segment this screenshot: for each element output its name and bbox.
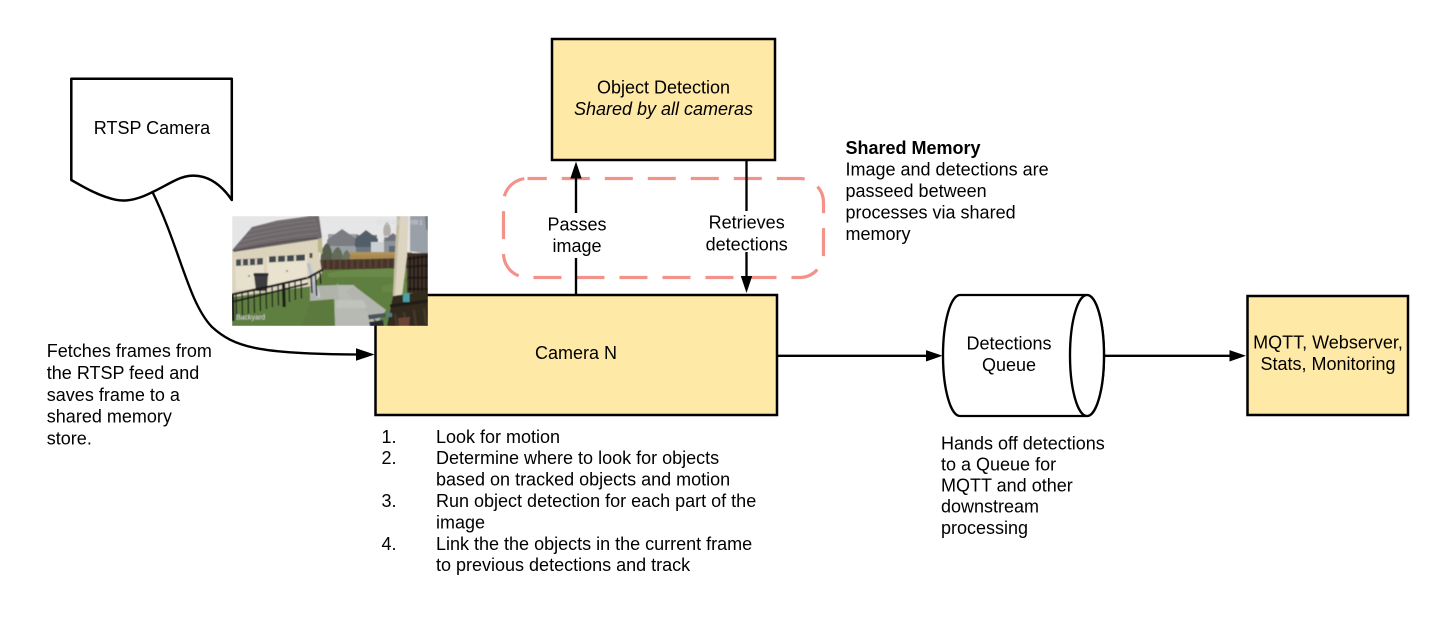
svg-text:detections: detections <box>706 234 788 254</box>
svg-text:MQTT, Webserver,: MQTT, Webserver, <box>1253 332 1403 352</box>
svg-text:image: image <box>552 236 601 256</box>
svg-text:Detections: Detections <box>966 334 1051 354</box>
svg-text:Hands off detections: Hands off detections <box>941 433 1105 453</box>
svg-text:Retrieves: Retrieves <box>709 213 785 233</box>
svg-text:processes via shared: processes via shared <box>846 202 1016 222</box>
svg-text:Link the the objects in the cu: Link the the objects in the current fram… <box>436 534 752 554</box>
svg-text:Passes: Passes <box>547 215 606 235</box>
svg-text:downstream: downstream <box>941 497 1039 517</box>
svg-text:Object Detection: Object Detection <box>597 78 730 98</box>
svg-text:Shared Memory: Shared Memory <box>846 138 981 158</box>
svg-text:Image and detections are: Image and detections are <box>846 160 1049 180</box>
svg-text:2.: 2. <box>382 448 397 468</box>
svg-text:memory: memory <box>846 224 911 244</box>
svg-text:saves frame to a: saves frame to a <box>47 385 181 405</box>
svg-text:store.: store. <box>47 428 92 448</box>
svg-text:to previous detections and tra: to previous detections and track <box>436 555 691 575</box>
svg-text:passeed between: passeed between <box>846 181 987 201</box>
svg-text:the RTSP feed and: the RTSP feed and <box>47 363 199 383</box>
svg-text:RTSP Camera: RTSP Camera <box>94 118 211 138</box>
svg-text:4.: 4. <box>382 534 397 554</box>
svg-text:image: image <box>436 512 485 532</box>
svg-text:Backyard: Backyard <box>236 315 265 322</box>
svg-text:shared memory: shared memory <box>47 407 172 427</box>
svg-text:based on tracked objects and m: based on tracked objects and motion <box>436 470 730 490</box>
svg-text:Shared by all cameras: Shared by all cameras <box>574 99 753 119</box>
svg-text:2019-02-06 09:1: 2019-02-06 09:1 <box>377 220 424 227</box>
svg-text:1.: 1. <box>382 427 397 447</box>
svg-text:Run object detection for each: Run object detection for each part of th… <box>436 491 756 511</box>
svg-text:Determine where to look for ob: Determine where to look for objects <box>436 448 719 468</box>
svg-text:Stats, Monitoring: Stats, Monitoring <box>1260 354 1395 374</box>
svg-text:3.: 3. <box>382 491 397 511</box>
svg-text:MQTT and other: MQTT and other <box>941 476 1073 496</box>
svg-text:processing: processing <box>941 518 1028 538</box>
svg-text:Queue: Queue <box>982 355 1036 375</box>
svg-text:Look for motion: Look for motion <box>436 427 560 447</box>
svg-text:Fetches frames from: Fetches frames from <box>47 341 212 361</box>
svg-text:Camera N: Camera N <box>535 343 617 363</box>
svg-text:to a Queue for: to a Queue for <box>941 455 1056 475</box>
